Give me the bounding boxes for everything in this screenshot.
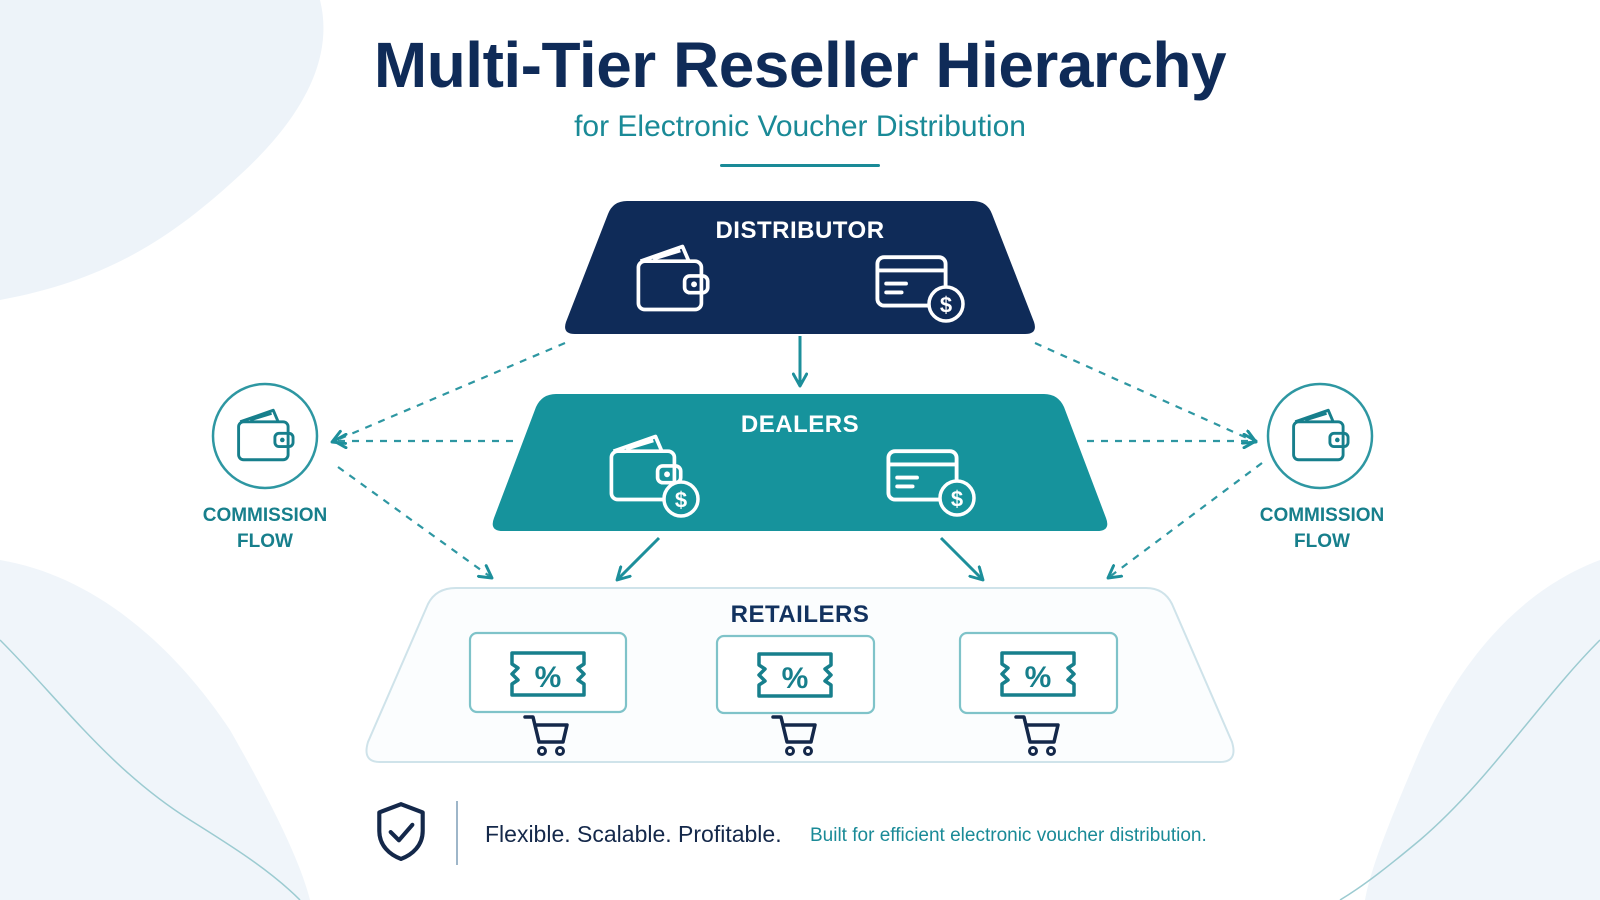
dash-distributor-to-right — [1034, 341, 1256, 442]
arrow-dealers-to-retailers-left — [617, 536, 661, 580]
footer-divider — [456, 801, 458, 865]
dollar-badge-icon — [938, 479, 976, 517]
bg-curve-bottom-right — [1339, 639, 1600, 900]
commission-node-left — [211, 382, 319, 490]
bg-blob-top-left — [0, 0, 324, 300]
dealers-tier — [492, 394, 1108, 531]
percent-icon: % — [535, 661, 562, 694]
commission-node-right — [1266, 382, 1374, 490]
distributor-tier — [565, 201, 1035, 334]
dealers-label: DEALERS — [740, 411, 860, 438]
commission-flow-lines — [332, 341, 1263, 578]
commission-label-line-1: COMMISSION — [1259, 505, 1385, 526]
distributor-label: DISTRIBUTOR — [715, 217, 885, 244]
bg-curve-bottom-left — [0, 639, 301, 900]
retailers-tier: % % % — [365, 587, 1235, 763]
percent-icon: % — [1025, 661, 1052, 694]
arrow-dealers-to-retailers-right — [939, 536, 983, 580]
page-title: Multi-Tier Reseller Hierarchy — [373, 29, 1227, 101]
footer-description: Built for efficient electronic voucher d… — [810, 825, 1207, 846]
dash-left-to-retailers — [337, 466, 492, 578]
retailer-outlet-2: % — [715, 634, 876, 757]
commission-label-line-2: FLOW — [237, 531, 293, 552]
bg-blob-bottom-left — [0, 560, 310, 900]
commission-label-line-2: FLOW — [1294, 531, 1350, 552]
dash-distributor-to-left — [332, 341, 566, 442]
dash-right-to-retailers — [1108, 462, 1263, 578]
commission-flow-label-right: COMMISSION FLOW — [1222, 503, 1422, 555]
dollar-badge-icon — [662, 480, 700, 518]
commission-flow-label-left: COMMISSION FLOW — [165, 503, 365, 555]
retailers-label: RETAILERS — [730, 601, 870, 628]
dollar-badge-icon — [927, 285, 965, 323]
page-subtitle: for Electronic Voucher Distribution — [574, 110, 1026, 143]
retailer-outlet-3: % — [958, 631, 1119, 757]
commission-label-line-1: COMMISSION — [202, 505, 328, 526]
title-underline — [720, 164, 880, 167]
footer-tagline: Flexible. Scalable. Profitable. — [485, 821, 782, 847]
distributor-shape — [565, 201, 1035, 334]
bg-blob-bottom-right — [1365, 560, 1600, 900]
retailer-outlet-1: % — [468, 631, 628, 757]
percent-icon: % — [782, 662, 809, 695]
hierarchy-arrows — [617, 336, 983, 580]
shield-check-icon — [379, 804, 422, 859]
